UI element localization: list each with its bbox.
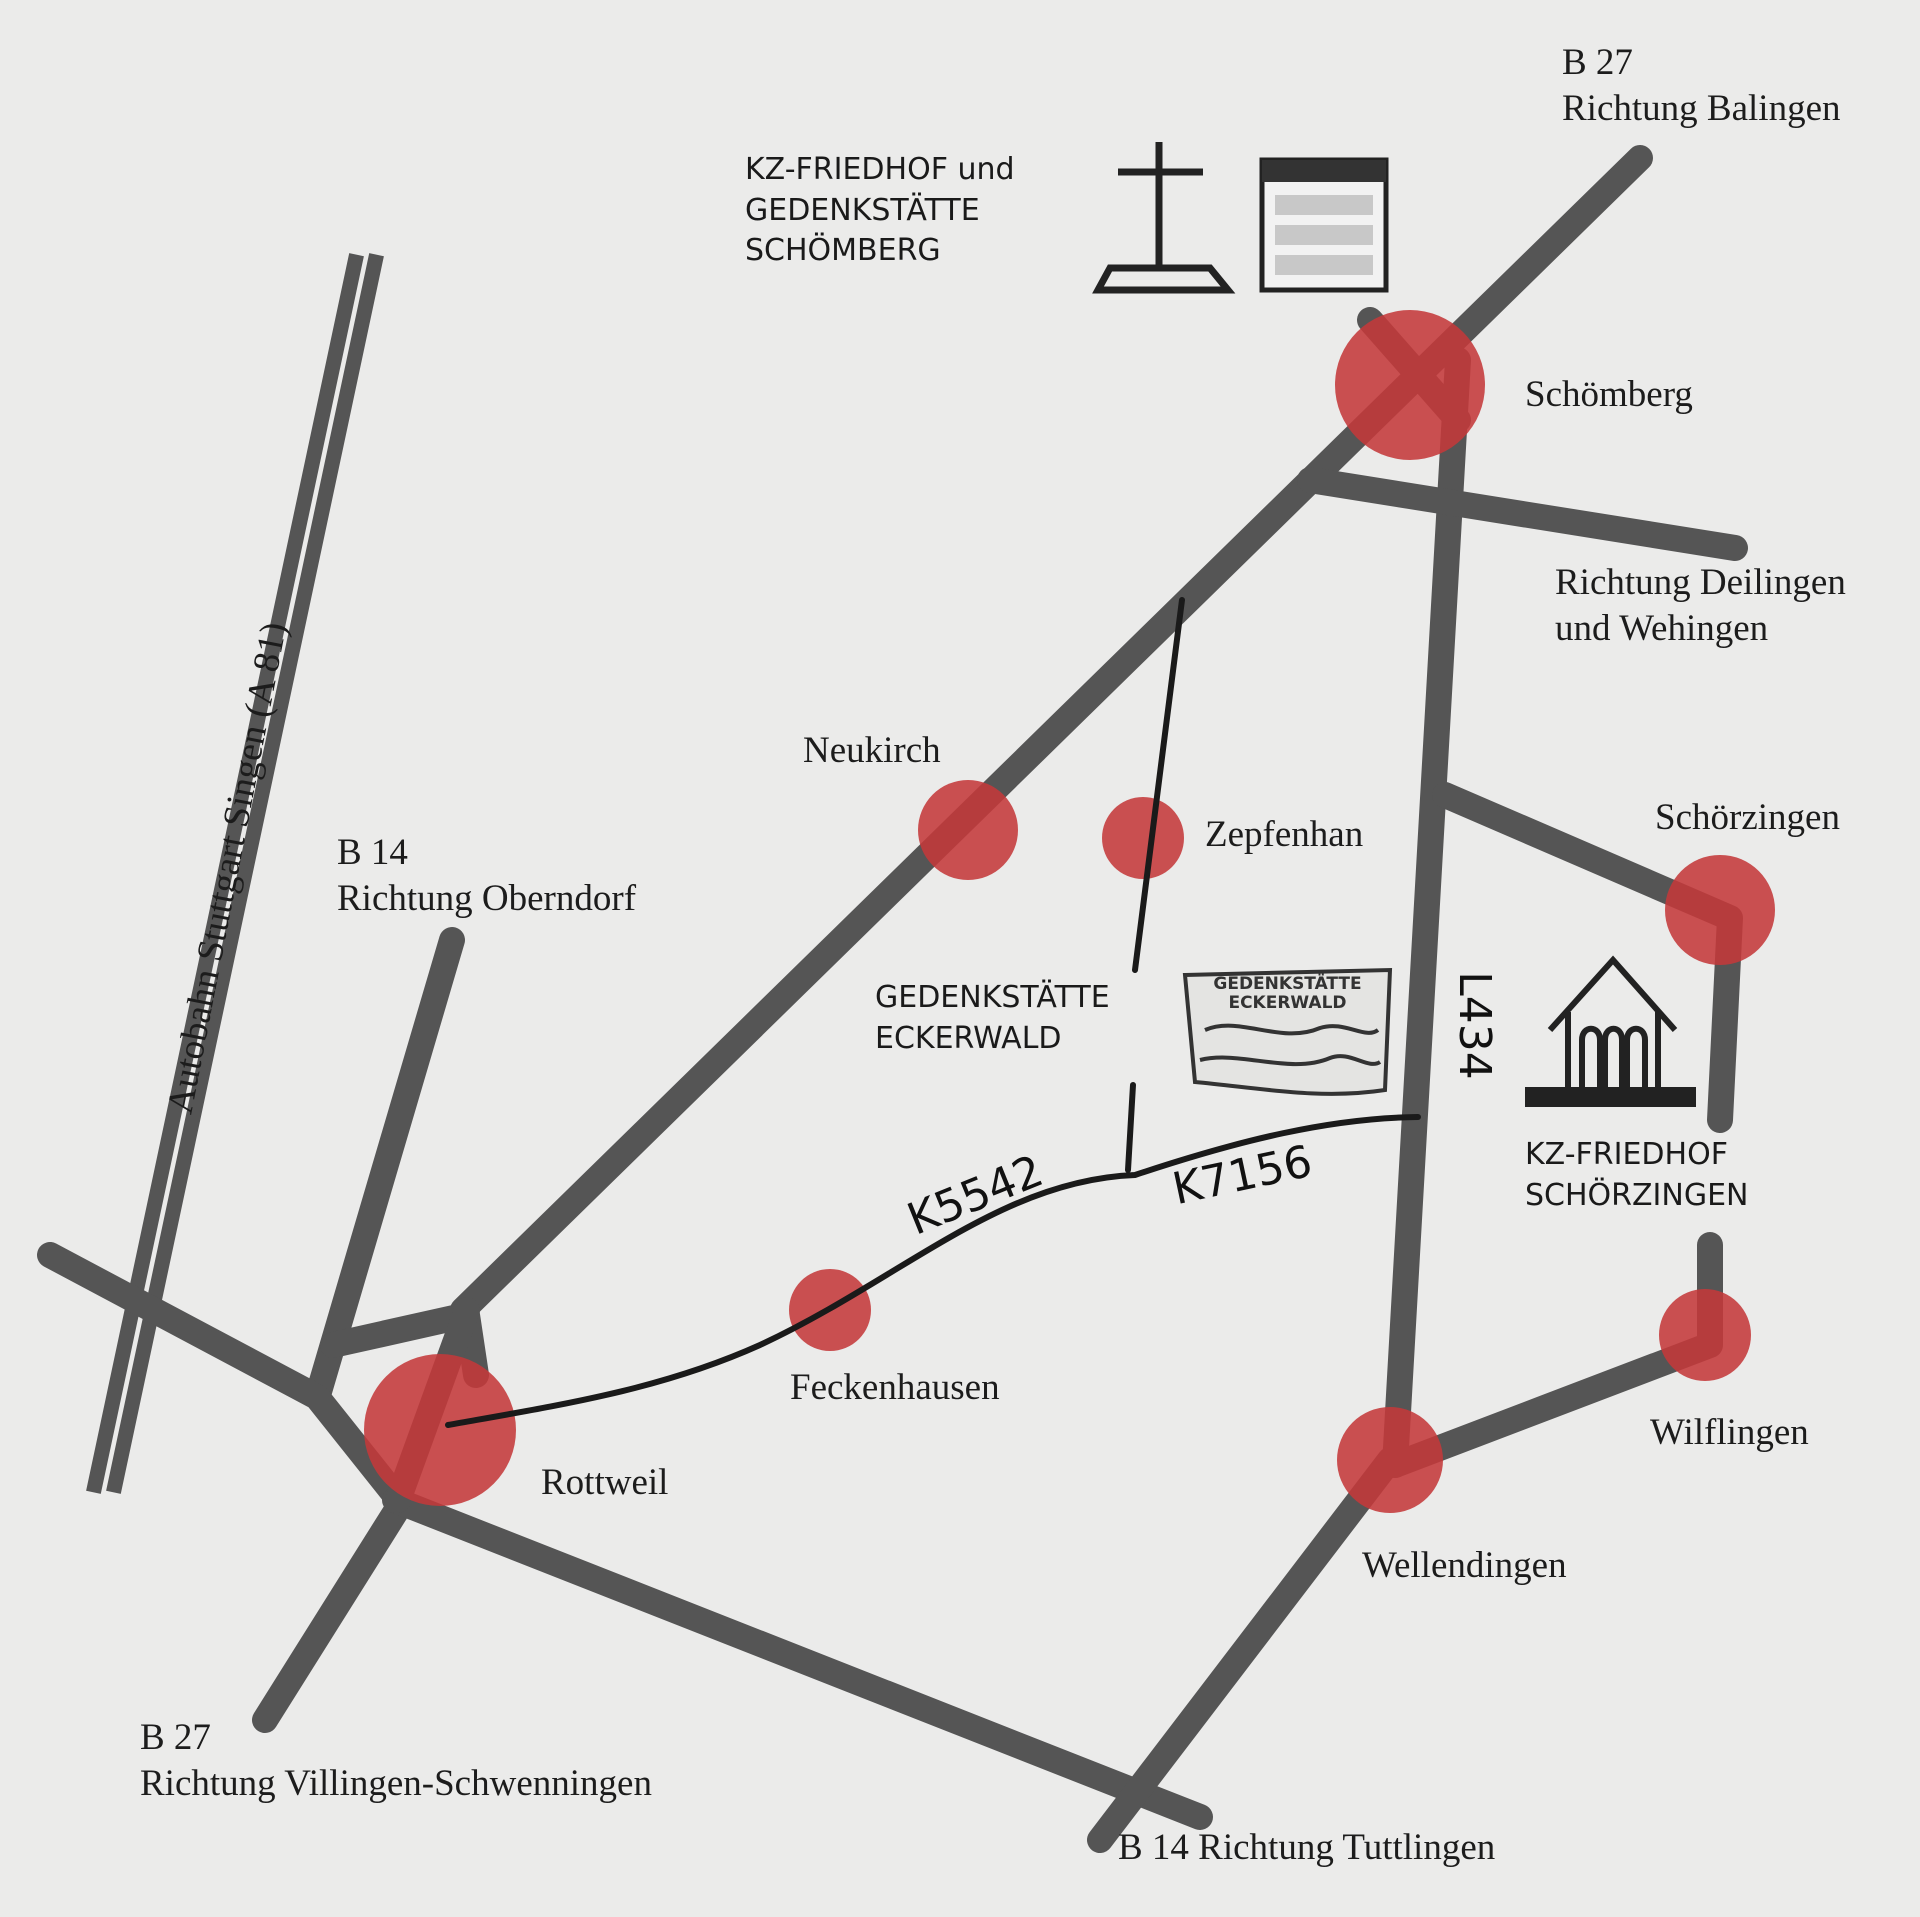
l434-road xyxy=(1382,347,1471,1478)
memorial-schomberg-line1: KZ-FRIEDHOF und xyxy=(745,152,1015,187)
cross-icon xyxy=(1092,142,1236,294)
memorial-eckerwald-label: GEDENKSTÄTTE ECKERWALD xyxy=(875,978,1110,1059)
town-marker-rottweil xyxy=(364,1354,516,1506)
west-road xyxy=(37,1242,408,1508)
memorial-schorzingen-line1: KZ-FRIEDHOF xyxy=(1525,1137,1728,1172)
deilingen-line1: Richtung Deilingen xyxy=(1555,562,1846,603)
b27-north-number: B 27 xyxy=(1562,42,1633,83)
town-marker-wilflingen xyxy=(1659,1289,1751,1381)
k5542-k7156-road xyxy=(445,1114,1421,1428)
deilingen-line2: und Wehingen xyxy=(1555,608,1769,650)
town-markers xyxy=(364,310,1775,1513)
deilingen-label: Richtung Deilingen und Wehingen xyxy=(1555,560,1846,653)
memorial-sign-text: GEDENKSTÄTTE ECKERWALD xyxy=(1213,974,1362,1013)
b27-south-number: B 27 xyxy=(140,1717,211,1758)
memorial-sign-icon xyxy=(1182,967,1393,1096)
town-label-wilflingen: Wilflingen xyxy=(1650,1412,1809,1453)
town-marker-neukirch xyxy=(918,780,1018,880)
town-label-zepfenhan: Zepfenhan xyxy=(1205,814,1364,855)
b14-south-road xyxy=(382,1487,1213,1830)
chapel-icon xyxy=(1525,955,1696,1107)
b27-south-direction: Richtung Villingen-Schwenningen xyxy=(140,1763,652,1805)
town-marker-schomberg xyxy=(1335,310,1485,460)
town-marker-schorzingen xyxy=(1665,855,1775,965)
autobahn-a81-road xyxy=(86,253,384,1494)
wellendingen-south-road xyxy=(1087,1447,1403,1853)
memorial-plaque-icon xyxy=(1259,157,1389,293)
memorial-schomberg-line3: SCHÖMBERG xyxy=(745,233,941,268)
town-marker-wellendingen xyxy=(1337,1407,1443,1513)
town-label-schomberg: Schömberg xyxy=(1525,374,1693,415)
memorial-eckerwald-line1: GEDENKSTÄTTE xyxy=(875,980,1110,1015)
memorial-schorzingen-label: KZ-FRIEDHOF SCHÖRZINGEN xyxy=(1525,1135,1749,1216)
memorial-schomberg-line2: GEDENKSTÄTTE xyxy=(745,192,980,228)
b27-north-road xyxy=(450,145,1653,1323)
zepfenhan-road-north xyxy=(1132,597,1185,973)
zepfenhan-road-south xyxy=(1125,1082,1136,1173)
b14-north-label: B 14 Richtung Oberndorf xyxy=(337,830,636,923)
town-marker-zepfenhan xyxy=(1102,797,1184,879)
town-label-neukirch: Neukirch xyxy=(803,730,941,771)
b14-north-direction: Richtung Oberndorf xyxy=(337,878,637,920)
town-label-feckenhausen: Feckenhausen xyxy=(790,1367,1000,1408)
town-label-wellendingen: Wellendingen xyxy=(1362,1545,1567,1586)
deilingen-road xyxy=(1297,467,1748,561)
memorial-schomberg-label: KZ-FRIEDHOF und GEDENKSTÄTTE SCHÖMBERG xyxy=(745,150,1015,272)
b27-north-direction: Richtung Balingen xyxy=(1562,88,1841,130)
b27-south-road xyxy=(252,1492,413,1733)
b14-north-road xyxy=(305,927,465,1408)
b14-north-number: B 14 xyxy=(337,832,408,873)
road-code-l434: L434 xyxy=(1448,971,1500,1080)
town-label-schorzingen: Schörzingen xyxy=(1655,797,1840,838)
memorial-eckerwald-line2: ECKERWALD xyxy=(875,1020,1062,1056)
memorial-schorzingen-line2: SCHÖRZINGEN xyxy=(1525,1177,1749,1213)
b27-south-label: B 27 Richtung Villingen-Schwenningen xyxy=(140,1715,652,1808)
b14-south-label: B 14 Richtung Tuttlingen xyxy=(1118,1827,1496,1868)
b27-north-label: B 27 Richtung Balingen xyxy=(1562,40,1841,133)
town-label-rottweil: Rottweil xyxy=(541,1462,669,1503)
